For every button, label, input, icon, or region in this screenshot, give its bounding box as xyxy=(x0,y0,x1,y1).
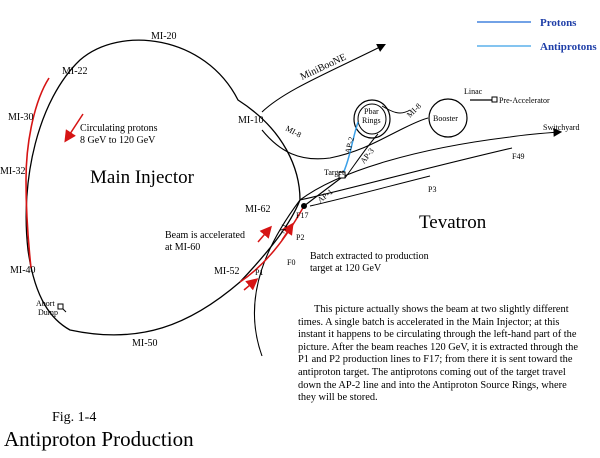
note-accel-2: at MI-60 xyxy=(165,242,200,253)
label-ap2: AP-2 xyxy=(343,136,356,155)
p1-arrow xyxy=(243,278,259,291)
label-mi22: MI-22 xyxy=(62,66,88,77)
f17-node xyxy=(301,203,307,209)
legend-antiprotons: Antiprotons xyxy=(540,41,597,53)
circulating-beam xyxy=(25,77,50,269)
label-miniboone: MiniBooNE xyxy=(299,52,348,83)
label-mi62: MI-62 xyxy=(245,204,271,215)
label-mi40: MI-40 xyxy=(10,265,36,276)
label-linac: Linac xyxy=(464,87,483,96)
label-p3: P3 xyxy=(428,185,436,194)
accel-arrow xyxy=(257,225,272,243)
label-p2: P2 xyxy=(296,233,304,242)
label-mi32: MI-32 xyxy=(0,166,26,177)
label-f49: F49 xyxy=(512,152,524,161)
booster-ring xyxy=(428,98,468,138)
label-tevatron: Tevatron xyxy=(419,212,487,233)
fig-number: Fig. 1-4 xyxy=(52,410,96,425)
label-pbar: Pbar xyxy=(364,107,379,116)
note-circulating-1: Circulating protons xyxy=(80,123,158,134)
label-f17: F17 xyxy=(296,211,308,220)
label-mi30: MI-30 xyxy=(8,112,34,123)
caption-text: This picture actually shows the beam at … xyxy=(298,304,578,404)
label-main-injector: Main Injector xyxy=(90,167,195,188)
mi8-line xyxy=(261,117,429,160)
miniboone-line xyxy=(261,44,386,113)
label-booster: Booster xyxy=(433,114,458,123)
abort-dump-box xyxy=(57,303,64,310)
label-pre-accelerator: Pre-Accelerator xyxy=(499,96,550,105)
label-abort: Abort xyxy=(36,299,55,308)
label-mi8a: MI-8 xyxy=(284,124,303,140)
label-p1: P1 xyxy=(255,268,263,277)
p2-arrow xyxy=(281,222,294,241)
p3-line xyxy=(309,175,431,207)
label-f0: F0 xyxy=(287,258,295,267)
label-rings: Rings xyxy=(362,116,381,125)
note-accel-1: Beam is accelerated xyxy=(165,230,245,241)
fig-title: Antiproton Production xyxy=(4,427,194,451)
target-box xyxy=(338,171,346,179)
note-extract-2: target at 120 GeV xyxy=(310,263,382,274)
label-switchyard: Switchyard xyxy=(543,123,579,132)
label-mi50: MI-50 xyxy=(132,338,158,349)
circulating-arrow xyxy=(64,113,84,143)
label-a1: A1 xyxy=(277,222,289,234)
label-target: Target xyxy=(324,168,345,177)
note-circulating-2: 8 GeV to 120 GeV xyxy=(80,135,156,146)
label-mi8b: MI-8 xyxy=(405,101,423,119)
extraction-beam xyxy=(239,205,305,283)
pbar-ring-inner xyxy=(357,103,387,135)
mi8-to-pbar xyxy=(381,105,411,114)
label-dump: Dump xyxy=(38,308,58,317)
switchyard-line xyxy=(299,128,563,201)
legend-protons: Protons xyxy=(540,17,577,29)
label-mi10: MI-10 xyxy=(238,115,264,126)
tevatron-arc xyxy=(253,199,301,357)
label-mi20: MI-20 xyxy=(151,31,177,42)
pbar-ring-outer xyxy=(353,99,391,139)
note-extract-1: Batch extracted to production xyxy=(310,251,429,262)
ap3-line xyxy=(344,133,379,179)
label-mi52: MI-52 xyxy=(214,266,240,277)
ap1-line xyxy=(303,177,342,207)
pre-accelerator-box xyxy=(491,96,498,103)
